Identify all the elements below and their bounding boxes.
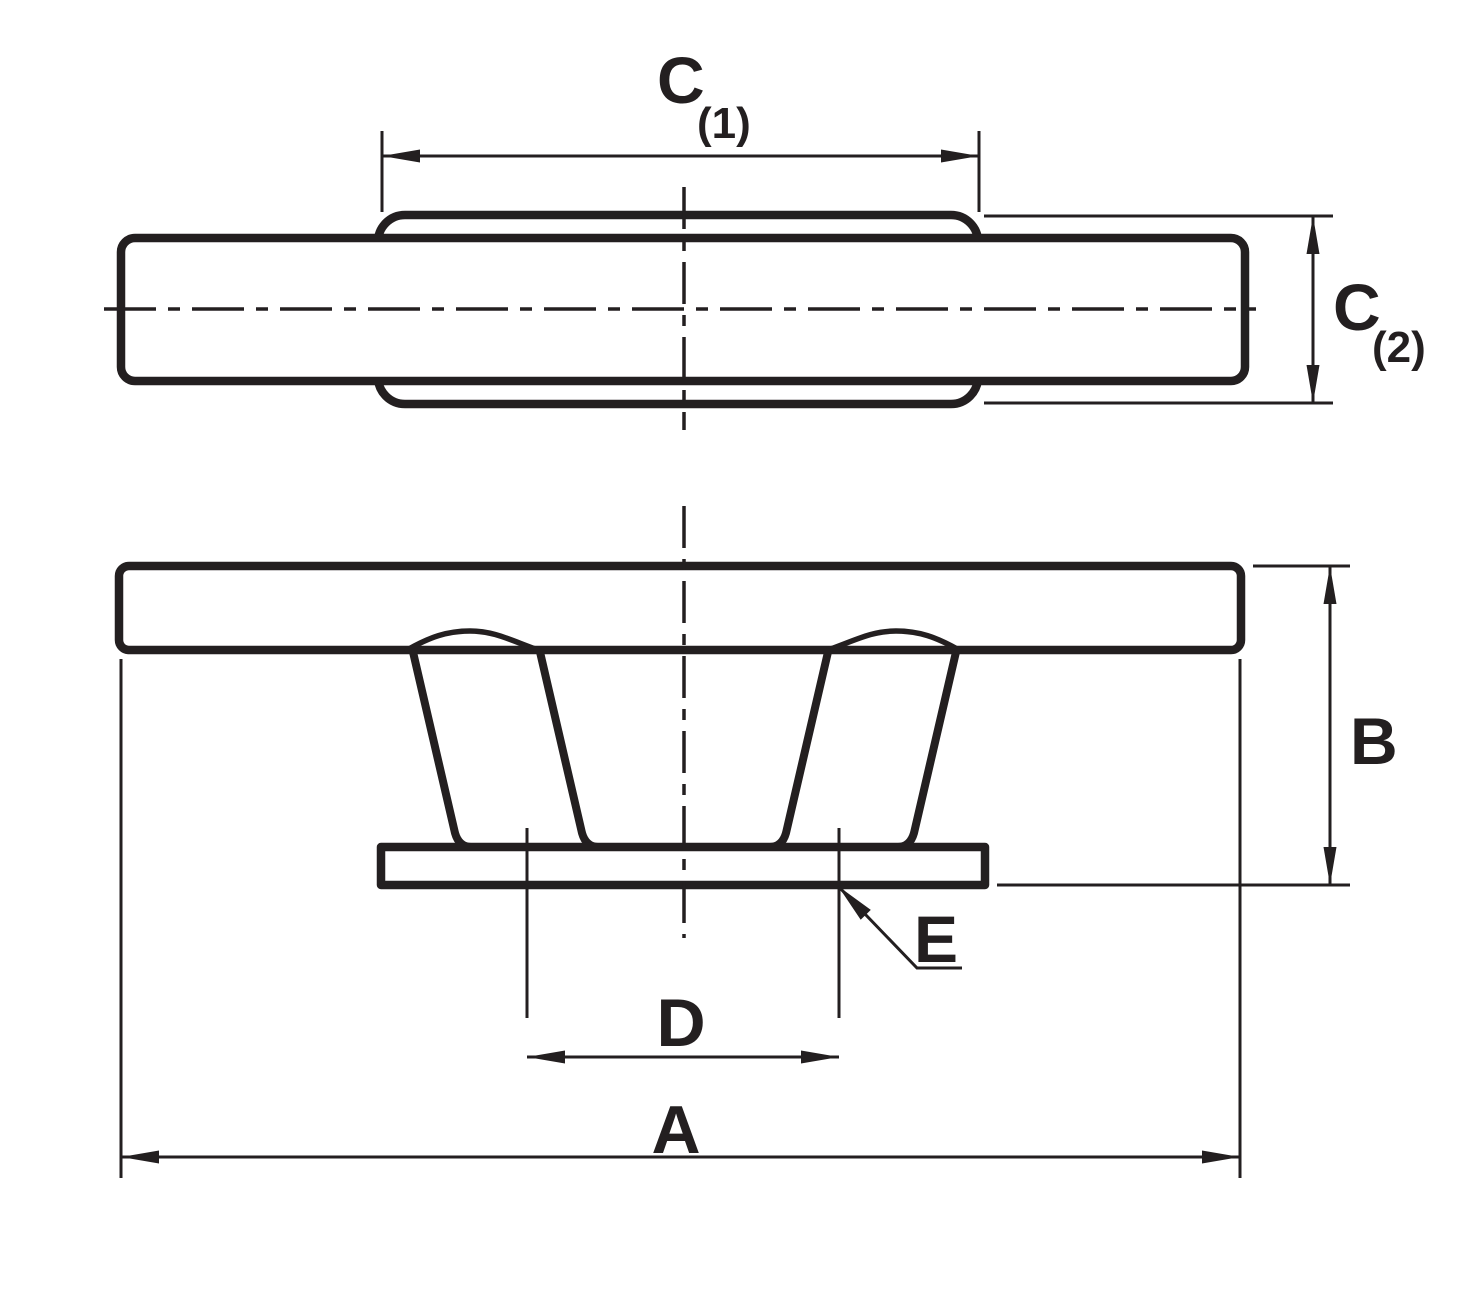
dimension-label-e: E [914,902,958,976]
pedestal-inner-left-edge [536,648,602,851]
arrowhead-leader-icon [838,886,871,920]
arrowhead-left-icon [527,1050,565,1064]
pedestal-inner-right-edge [766,648,832,851]
fillet-boss-right [825,628,962,653]
dimension-e: E [836,884,962,976]
dimension-c1: C (1) [380,43,981,212]
arrowhead-up-icon [1323,566,1337,604]
dimension-d: D [525,828,841,1064]
dimension-b: B [997,564,1398,887]
arrowhead-down-icon [1323,847,1337,885]
arrowhead-right-icon [941,149,979,163]
dimension-label-c2: C [1333,270,1381,344]
dimension-label-c1-subscript: (1) [697,99,751,148]
dimension-label-c2-subscript: (2) [1372,323,1426,372]
fillet-boss-left [404,628,541,653]
front-view [114,506,1246,938]
arrowhead-up-icon [1306,216,1320,254]
arrowhead-right-icon [801,1050,839,1064]
top-view [104,187,1256,430]
dimension-label-a: A [651,1092,700,1168]
dimension-c2: C (2) [984,214,1426,405]
dimension-a: A [119,659,1242,1178]
arrowhead-down-icon [1306,365,1320,403]
arrowhead-right-icon [1202,1150,1240,1164]
cleat-bar-side-outline [114,561,1246,655]
pedestal-outer-left-edge [409,648,475,851]
arrowhead-left-icon [382,149,420,163]
dimension-label-d: D [656,985,705,1061]
dimension-label-b: B [1350,704,1398,778]
dimension-label-c1: C [657,43,705,117]
pedestal-outer-right-edge [894,648,960,851]
arrowhead-left-icon [121,1150,159,1164]
